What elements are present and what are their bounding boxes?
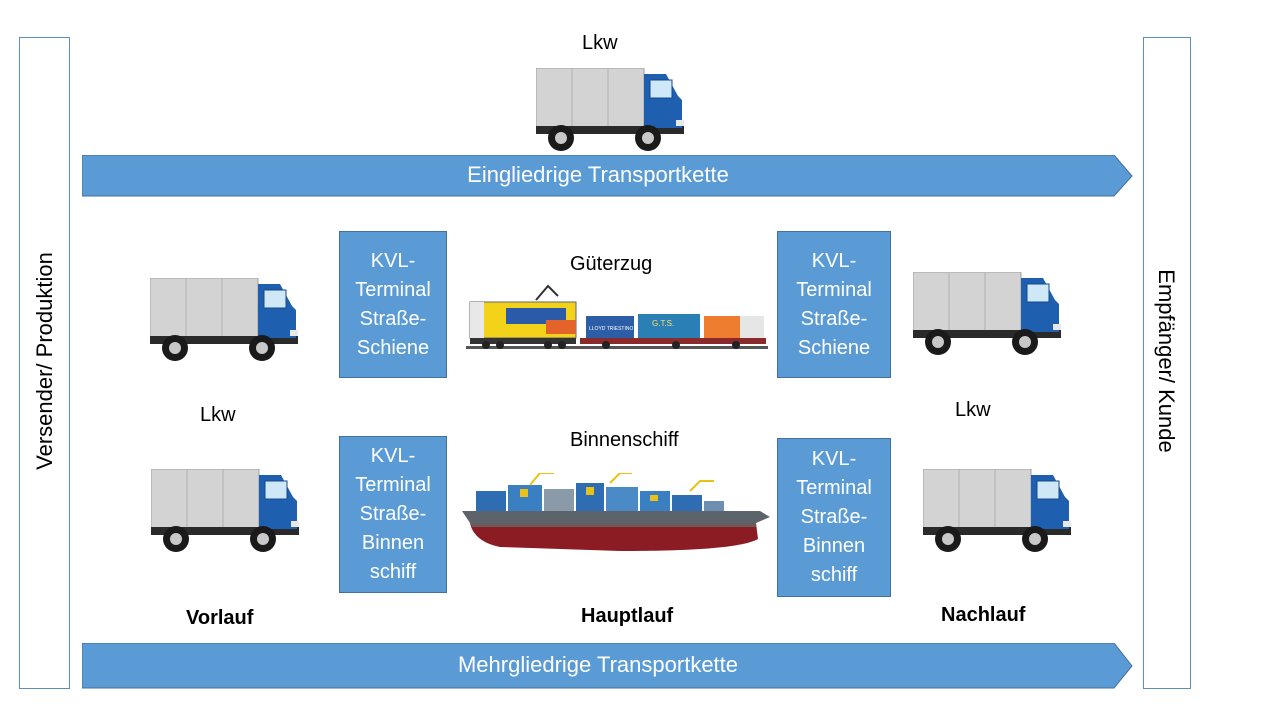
lkw-left-label: Lkw <box>200 404 236 426</box>
ship-label: Binnenschiff <box>570 429 679 451</box>
nachlauf-truck-rail-icon <box>913 272 1062 356</box>
terminal-ship-left: KVL- Terminal Straße- Binnen schiff <box>339 436 447 593</box>
terminal-ship-right: KVL- Terminal Straße- Binnen schiff <box>777 438 891 597</box>
receiver-label: Empfänger/ Kunde <box>1154 269 1179 453</box>
vorlauf-truck-ship-icon <box>151 469 300 553</box>
lkw-right-label: Lkw <box>955 399 991 421</box>
svg-text:G.T.S.: G.T.S. <box>652 319 674 328</box>
top-truck-icon <box>536 68 685 152</box>
phase-nachlauf: Nachlauf <box>941 604 1026 626</box>
phase-vorlauf: Vorlauf <box>186 607 254 629</box>
terminal-rail-left: KVL- Terminal Straße- Schiene <box>339 231 447 378</box>
multi-chain-arrow <box>82 643 1133 689</box>
svg-text:LLOYD TRIESTINO: LLOYD TRIESTINO <box>589 326 633 332</box>
inland-ship-icon <box>462 473 770 551</box>
multi-chain-label: Mehrgliedrige Transportkette <box>457 652 739 677</box>
phase-hauptlauf: Hauptlauf <box>581 605 674 627</box>
nachlauf-truck-ship-icon <box>923 469 1072 553</box>
receiver-box <box>1143 37 1191 689</box>
single-chain-arrow <box>82 155 1133 197</box>
single-chain-label: Eingliedrige Transportkette <box>467 162 729 187</box>
sender-label: Versender/ Produktion <box>32 252 57 470</box>
top-truck-label: Lkw <box>582 32 618 54</box>
freight-train-icon: LLOYD TRIESTINO G.T.S. <box>466 284 768 349</box>
train-label: Güterzug <box>570 253 653 275</box>
sender-box <box>19 37 70 689</box>
vorlauf-truck-rail-icon <box>150 278 299 362</box>
terminal-rail-right: KVL- Terminal Straße- Schiene <box>777 231 891 378</box>
